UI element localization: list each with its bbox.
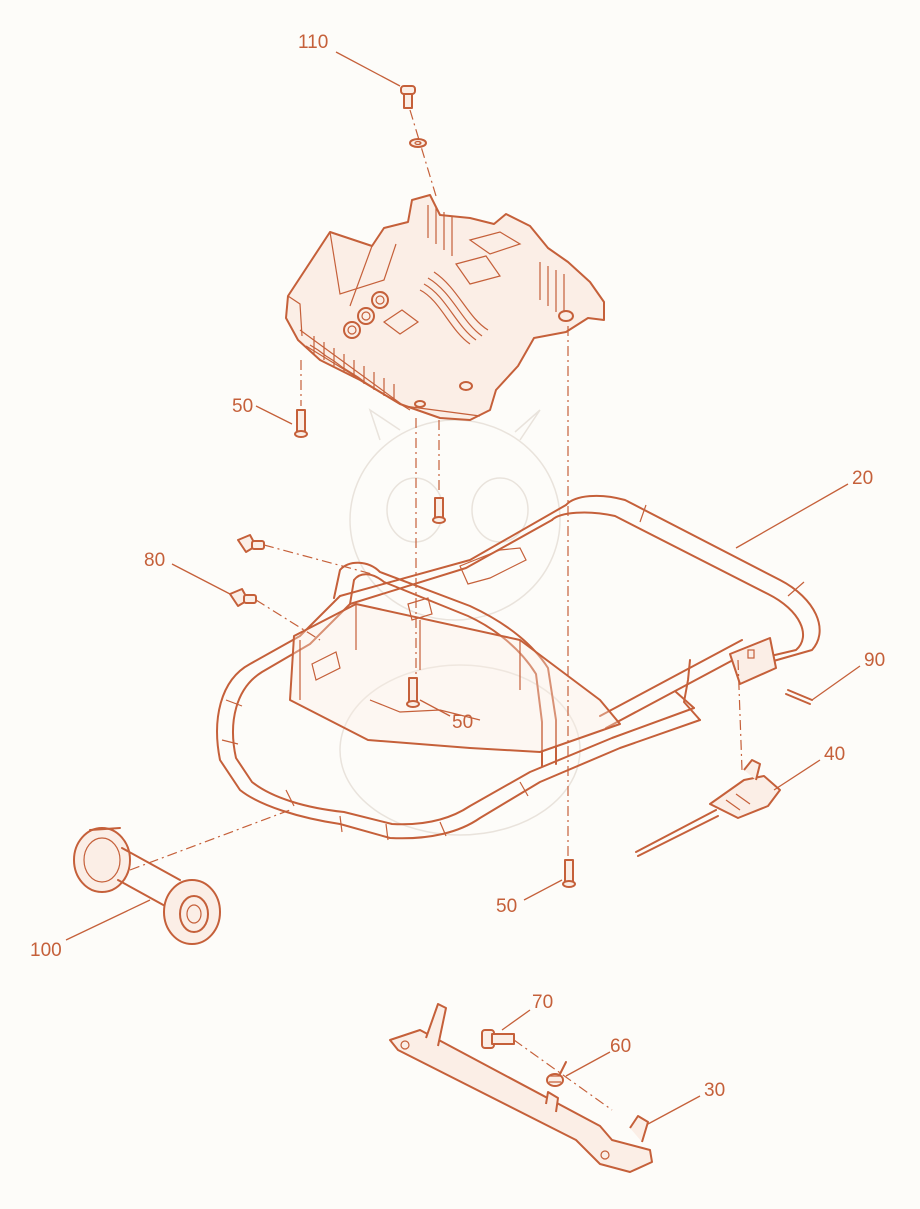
part-100-roller — [73, 827, 221, 945]
callout-90: 90 — [864, 650, 885, 671]
part-50-screws — [294, 409, 576, 888]
callout-110: 110 — [298, 32, 328, 53]
part-110-screw — [400, 85, 427, 148]
callout-30: 30 — [704, 1080, 725, 1101]
leader-lines — [65, 51, 861, 1125]
callout-100: 100 — [30, 940, 62, 961]
centerlines — [129, 109, 743, 1111]
part-40-trigger — [635, 759, 781, 857]
callout-50-top: 50 — [232, 396, 253, 417]
callout-labels: 110 50 20 80 50 90 40 50 100 70 60 30 — [30, 32, 885, 1101]
callout-60: 60 — [610, 1036, 631, 1057]
callout-80: 80 — [144, 550, 165, 571]
callout-50-bottom: 50 — [496, 896, 517, 917]
callout-50-mid: 50 — [452, 712, 473, 733]
callout-70: 70 — [532, 992, 553, 1013]
part-30-bracket — [389, 1003, 653, 1173]
part-20-frame — [216, 494, 821, 841]
housing-fins — [309, 205, 565, 400]
callout-40: 40 — [824, 744, 845, 765]
part-60-spring — [546, 1061, 567, 1087]
callout-20: 20 — [852, 468, 873, 489]
housing-wiring — [419, 231, 522, 345]
part-70-bolt — [481, 1029, 515, 1049]
part-80-bolts — [229, 534, 265, 607]
part-90-pin — [785, 689, 813, 705]
housing-knobs — [343, 291, 420, 339]
control-housing — [285, 194, 605, 421]
